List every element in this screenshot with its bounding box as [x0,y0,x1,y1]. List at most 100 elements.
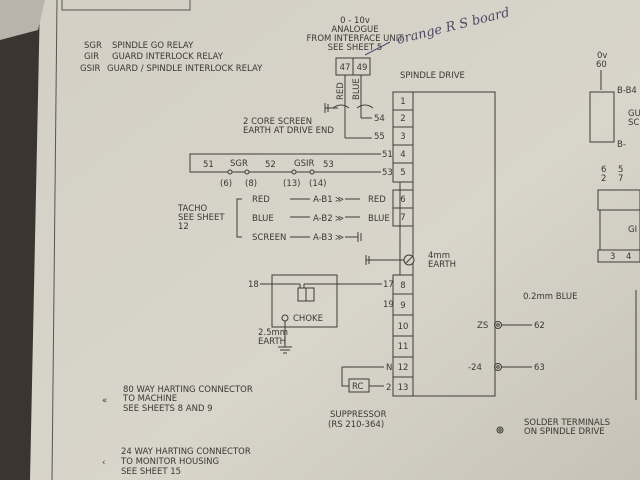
terminal-label: ZS [477,321,488,331]
legend-abbr: GSIR [80,64,100,74]
relay-label: SGR [230,159,248,169]
relay-label: GSIR [294,159,314,169]
contact-number: (6) [220,179,232,189]
terminal-numbers: 1 2 3 4 5 6 7 8 9 10 11 12 13 [398,97,409,393]
choke: 18 17 19 CHOKE 2.5mm EARTH [248,280,394,347]
note-line: 80 WAY HARTING CONNECTOR [123,385,253,395]
note-line: TO MONITOR HOUSING [120,457,219,467]
note-line: ANALOGUE [331,25,378,35]
desk-background [0,0,40,480]
plug-icon: ≫ [335,233,344,243]
spindle-drive-box [412,91,496,397]
legend-text: GUARD / SPINDLE INTERLOCK RELAY [107,64,263,74]
terminal-number: 6 [400,195,405,205]
edge-label: 7 [618,174,623,184]
contact-number: (8) [245,179,257,189]
tacho-wiring: TACHO SEE SHEET 12 RED BLUE SCREEN A-B1 … [177,195,390,243]
earth-label: EARTH [258,337,286,347]
wire-number: 62 [534,321,545,331]
wire-number: 54 [374,114,385,124]
note-line: 24 WAY HARTING CONNECTOR [121,447,251,457]
edge-label: GI [628,225,637,235]
wire-number: 51 [382,150,393,160]
note-line: 0 - 10v [340,16,370,26]
terminal-49: 49 [357,63,368,73]
plug-pin: A-B1 [313,195,333,205]
wire-label: BLUE [368,214,390,224]
terminal-number: 1 [400,97,405,107]
edge-label: 4 [626,252,631,262]
terminal-number: 10 [398,322,409,332]
contact-number: (14) [309,179,326,189]
terminal-number: 11 [398,342,409,352]
wire-number: 53 [323,160,334,170]
wire-label: 0.2mm BLUE [523,292,578,302]
legend-text: SPINDLE GO RELAY [112,41,194,51]
right-edge-partial: 0v 60 B-B4 GU SC B- 6 5 2 7 GI 3 4 [596,51,640,262]
relay-chain: 51 53 51 SGR 52 GSIR 53 (6) (8) (13) (14… [203,150,393,189]
note-line: SUPPRESSOR [330,410,387,420]
note-line: SEE SHEET 15 [121,467,181,477]
terminal-label: -24 [468,363,482,373]
terminal-number: 5 [400,168,405,178]
terminal-number: 13 [398,383,409,393]
wire-number: 18 [248,280,259,290]
wire-label: BLUE [252,214,274,224]
wire-number: 53 [382,168,393,178]
choke-label: CHOKE [293,314,323,324]
spindle-drive-title: SPINDLE DRIVE [400,71,465,81]
terminal-number: 7 [400,213,405,223]
plug-pin: A-B2 [313,214,333,224]
note-line: ON SPINDLE DRIVE [524,427,605,437]
wire-label: N [386,363,392,373]
note-line: SOLDER TERMINALS [524,418,610,428]
wire-number: 19 [383,300,394,310]
note-line: (RS 210-364) [328,420,384,430]
terminal-number: 9 [400,301,405,311]
analogue-input-note: 0 - 10v ANALOGUE FROM INTERFACE UNIT SEE… [307,16,405,73]
legend-abbr: GIR [84,52,99,62]
contact-number: (13) [283,179,300,189]
wire-number: 63 [534,363,545,373]
edge-label: 5 [618,165,623,175]
edge-label: 60 [596,60,607,70]
wire-label: RED [368,195,386,205]
note-line: SEE SHEETS 8 AND 9 [123,404,213,414]
terminal-47: 47 [340,63,351,73]
handwritten-arrow [364,41,391,56]
solder-terminals: 0.2mm BLUE ZS 62 -24 63 SOLDER TERMINALS… [468,292,610,437]
terminal-number: 8 [400,281,405,291]
note-line: TO MACHINE [122,394,177,404]
rc-label: RC [352,382,363,392]
edge-label: 3 [610,252,615,262]
wire-blue-label: BLUE [352,78,362,100]
note-line: FROM INTERFACE UNIT [307,34,405,44]
terminal-number: 2 [400,114,405,124]
plug-icon: ≫ [335,195,344,205]
note-line: 12 [178,222,189,232]
plug-icon: ≫ [335,214,344,224]
wire-number: 52 [265,160,276,170]
connector-notes: « 80 WAY HARTING CONNECTOR TO MACHINE SE… [102,385,253,477]
single-chevron-icon: ‹ [102,458,105,468]
edge-label: GU [628,109,640,119]
note-line: SEE SHEET [178,213,225,223]
edge-label: 0v [597,51,607,61]
suppressor: N 2 RC SUPPRESSOR (RS 210-364) [328,363,392,430]
legend-text: GUARD INTERLOCK RELAY [112,52,224,62]
double-chevron-icon: « [102,396,107,406]
terminal-number: 3 [400,132,405,142]
note-line: EARTH AT DRIVE END [243,126,334,136]
earth-label: EARTH [428,260,456,270]
edge-label: B-B4 [617,86,637,96]
wire-number: 2 [386,383,391,393]
edge-label: 6 [601,165,606,175]
wire-number: 55 [374,132,385,142]
plug-pin: A-B3 [313,233,333,243]
edge-label: 2 [601,174,606,184]
note-line: 2 CORE SCREEN [243,117,312,127]
edge-label: B- [617,140,626,150]
wire-red-label: RED [336,82,346,100]
wire-number: 17 [383,280,394,290]
